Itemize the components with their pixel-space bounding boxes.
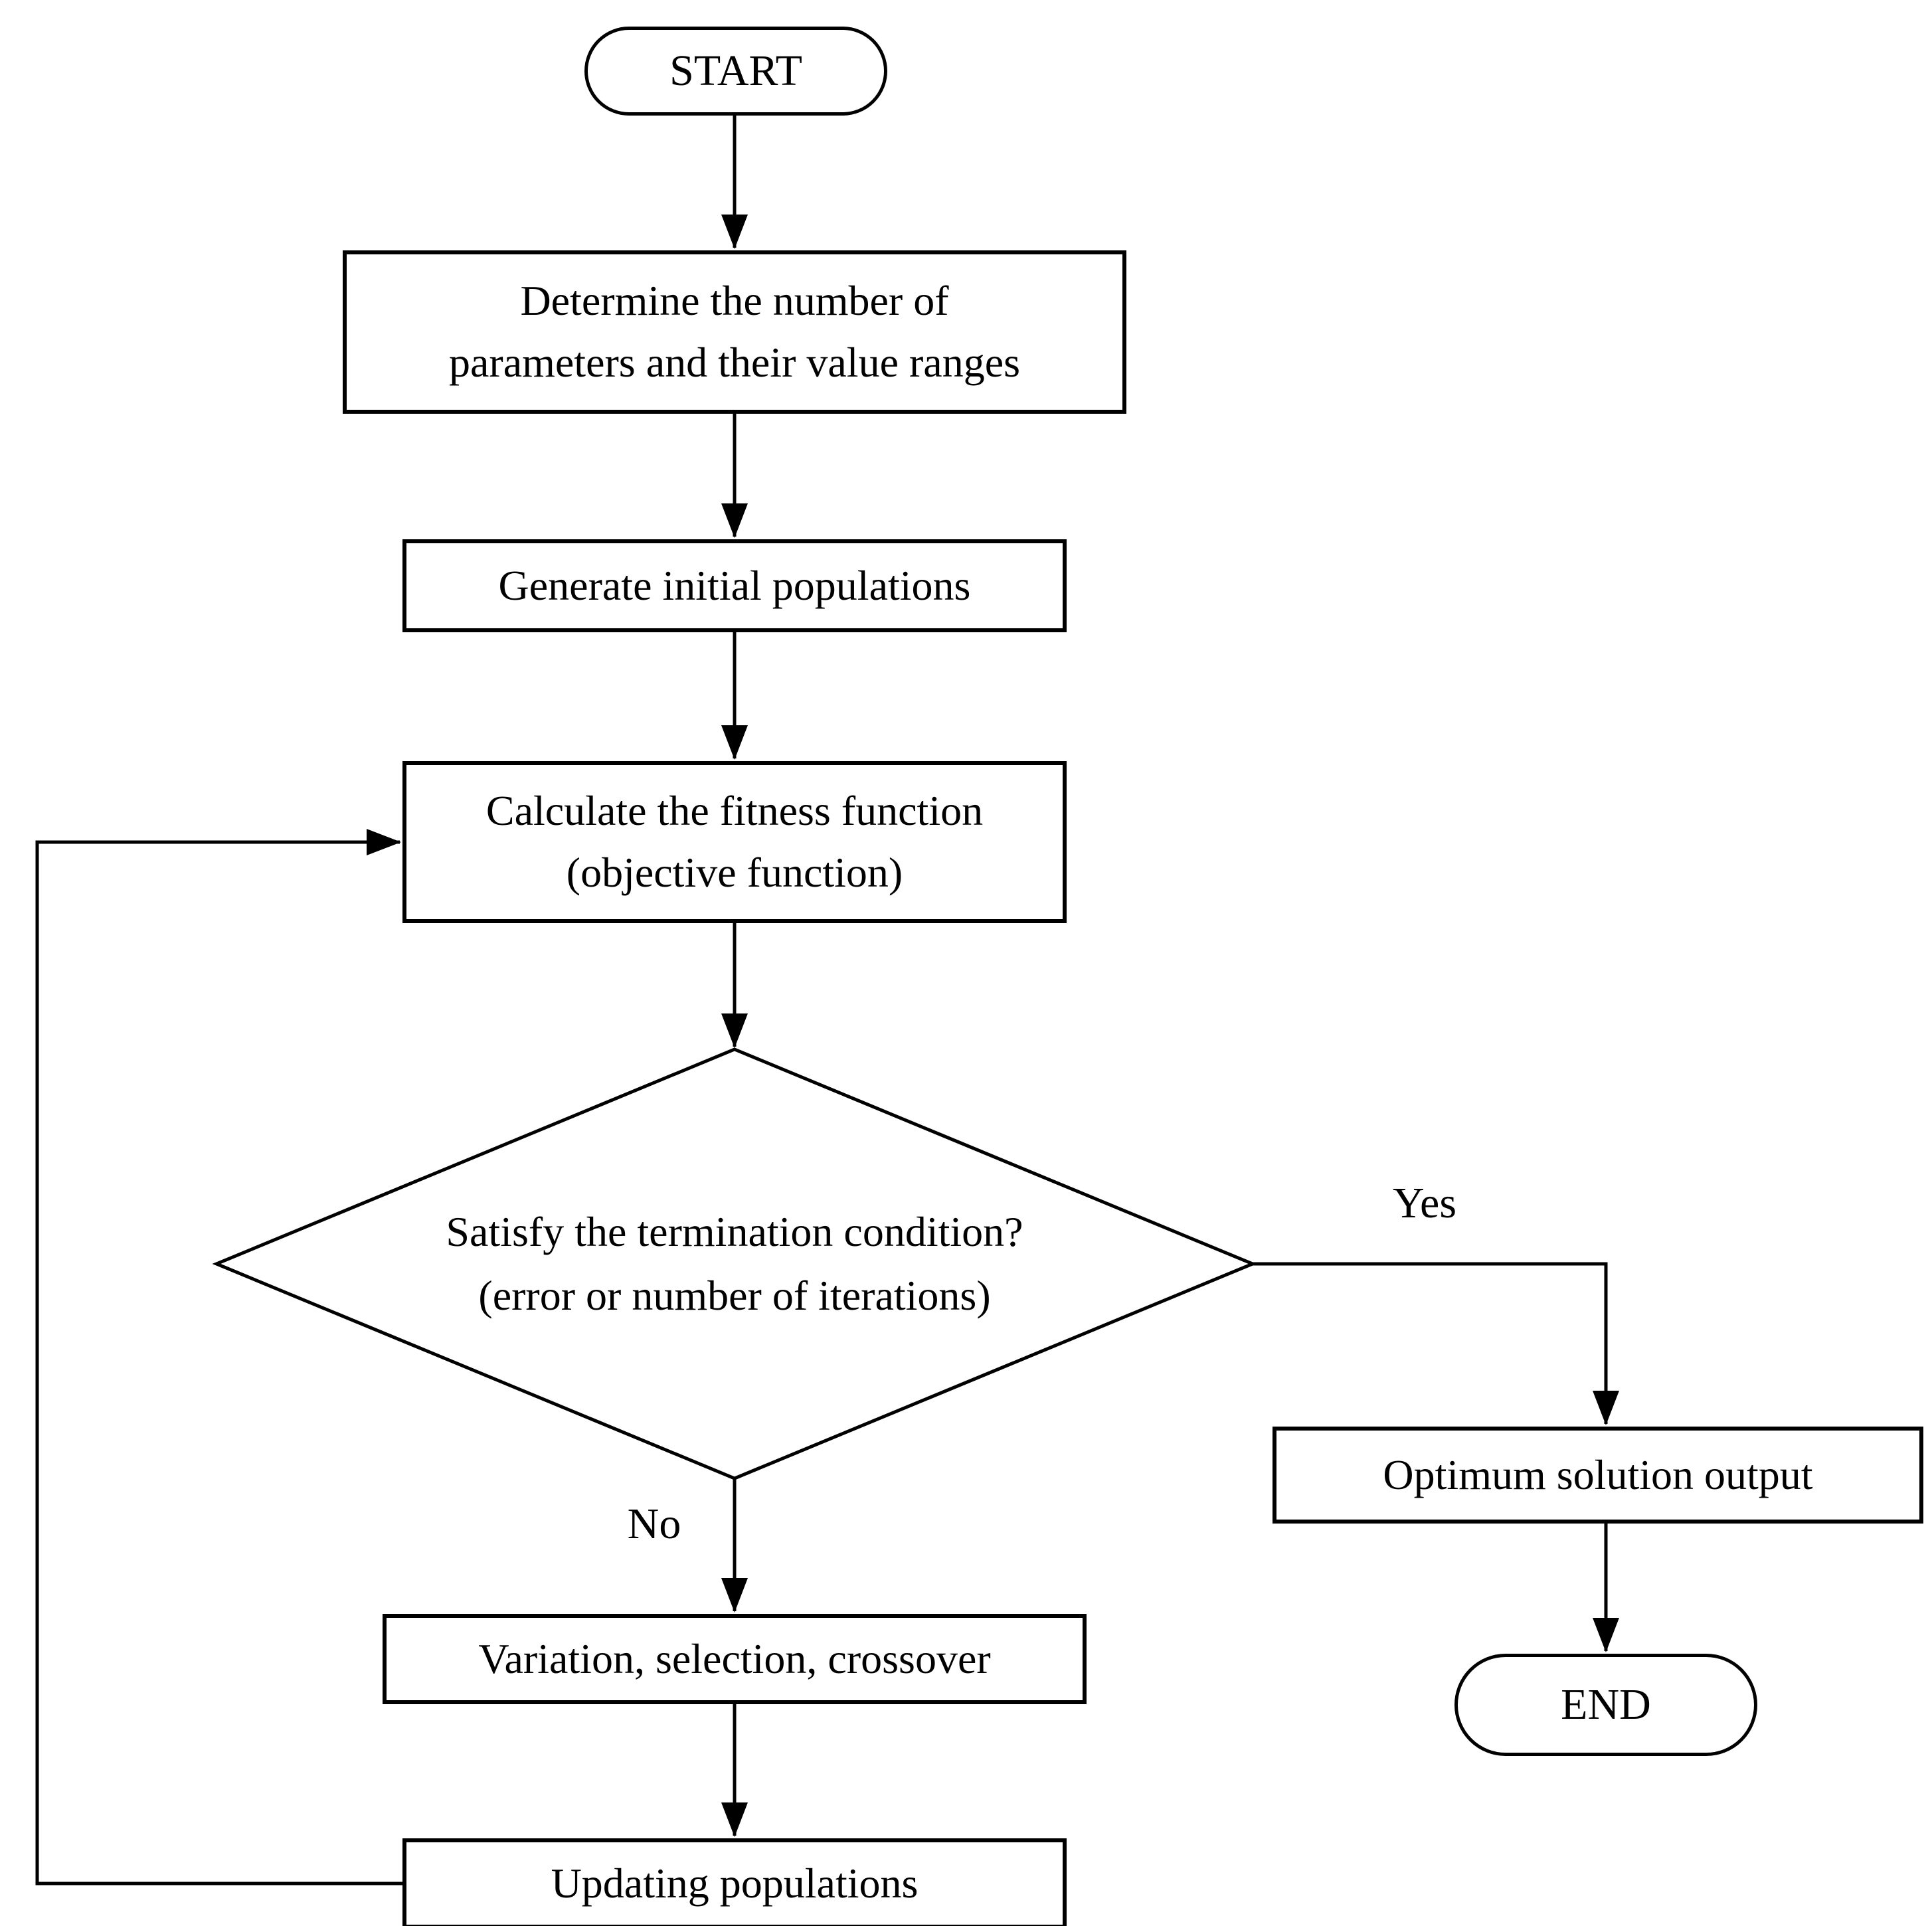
generate-populations-box: Generate initial populations [402,539,1067,632]
updating-populations-box: Updating populations [402,1838,1067,1926]
termination-condition-label: Satisfy the termination condition? (erro… [446,1208,1023,1319]
edge-decision-yes-to-optimum [1253,1262,1619,1425]
yes-edge-label: Yes [1392,1179,1457,1227]
calculate-fitness-box: Calculate the fitness function (objectiv… [402,761,1067,923]
variation-selection-crossover-box: Variation, selection, crossover [383,1614,1087,1704]
determine-parameters-box: Determine the number of parameters and t… [343,250,1126,414]
edge-updating-loop-to-calculate [35,829,402,1885]
end-terminator: END [1454,1654,1757,1756]
optimum-solution-output-box: Optimum solution output [1273,1427,1923,1524]
start-terminator: START [584,27,887,116]
no-edge-label: No [627,1500,681,1548]
